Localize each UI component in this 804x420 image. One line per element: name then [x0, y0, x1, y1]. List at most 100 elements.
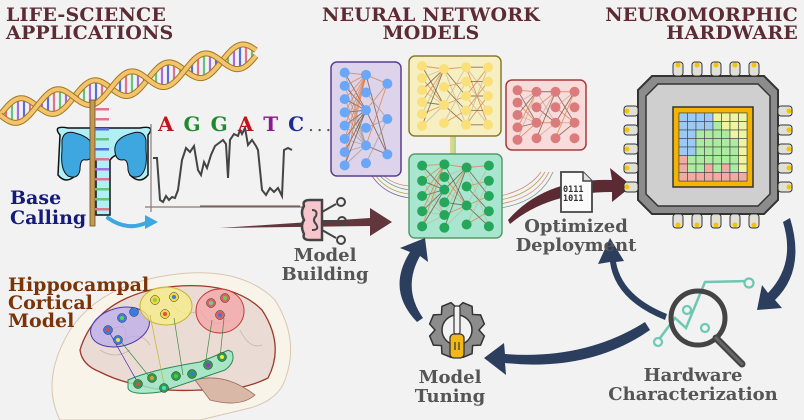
chip-core-cell [678, 129, 688, 139]
chip-core-cell [729, 112, 739, 122]
chip-pin [777, 124, 793, 136]
chip-pin [623, 143, 639, 155]
dna-strand-back [0, 42, 258, 117]
base-letter: G [210, 112, 228, 136]
nn-edge [344, 85, 367, 111]
strand-base [95, 158, 109, 161]
neuron-nucleus [153, 298, 157, 302]
strand-base [95, 198, 109, 201]
title-neuromorphic: NEUROMORPHIC HARDWARE [605, 6, 798, 43]
nn-edge [344, 74, 367, 113]
neuron-nucleus [136, 382, 140, 386]
neuron-nucleus [174, 374, 178, 378]
nn-node [439, 184, 450, 195]
label-line: Base [10, 187, 62, 209]
nn-edge [466, 186, 490, 212]
nn-node [417, 85, 427, 95]
chip-pin-tip [624, 108, 630, 114]
nn-node [569, 102, 580, 113]
nn-node [550, 86, 561, 97]
nn-edge [466, 167, 490, 197]
chip-pin [623, 181, 639, 193]
chip-core-cell [695, 146, 705, 156]
chip-icon [623, 61, 793, 229]
nn-node [531, 117, 542, 128]
chip-core-cell [738, 172, 748, 182]
chip-pin [623, 124, 639, 136]
binary-file-icon [560, 171, 593, 213]
chip-core-cell [687, 172, 697, 182]
chip-pin-tip [675, 222, 681, 228]
chip-pin-tip [786, 127, 792, 133]
chip-core-cell [678, 138, 688, 148]
base-letter: G [183, 112, 201, 136]
nn-edge [421, 164, 445, 197]
chip-core-cell [678, 155, 688, 165]
nn-node [461, 91, 471, 101]
neuron-nucleus [172, 295, 176, 299]
nn-edge [344, 74, 367, 126]
nn-node [550, 102, 561, 113]
chip-core-cell [712, 112, 722, 122]
nn-edge [466, 165, 490, 206]
chip-pin [777, 162, 793, 174]
nn-node [439, 82, 449, 92]
nn-edge [536, 91, 556, 123]
nn-edge [555, 91, 575, 139]
strand-base [95, 108, 109, 111]
nn-node [461, 62, 471, 73]
neuron-nucleus [218, 313, 222, 317]
chip-pin-tip [694, 62, 700, 68]
base-letter: C [288, 112, 305, 136]
label-model-building: Model Building [280, 246, 370, 284]
title-life-science: LIFE-SCIENCE APPLICATIONS [6, 6, 173, 43]
chip-pin-tip [732, 62, 738, 68]
chip-core-cell [721, 163, 731, 173]
nn-node [550, 133, 561, 144]
nn-edge [443, 81, 467, 124]
chip-pin-tip [713, 222, 719, 228]
nn-node [417, 73, 427, 83]
chip-core-cell [678, 146, 688, 156]
chip-core-cell [687, 112, 697, 122]
nn-node [439, 159, 450, 170]
nn-edge [443, 86, 467, 111]
chip-pin [672, 213, 684, 229]
nn-edge [465, 66, 489, 97]
chip-core-cell [678, 163, 688, 173]
nn-node [417, 191, 428, 201]
chip-core-cell [712, 163, 722, 173]
nn-node [339, 120, 350, 131]
nn-node [339, 147, 350, 158]
nn-edge [421, 68, 445, 103]
chip-pin [691, 61, 703, 77]
chip-pin [729, 213, 741, 229]
nn-edge [443, 68, 467, 97]
neuron-nucleus [162, 386, 166, 390]
title-line: NEURAL NETWORK [322, 4, 540, 26]
nn-edge [517, 91, 537, 128]
nn-node [361, 87, 371, 98]
chip-core-cell [712, 138, 722, 148]
nn-node [439, 64, 449, 74]
nn-node [417, 121, 427, 131]
nn-node [339, 133, 350, 144]
neuron-nucleus [190, 372, 194, 376]
label-base-calling: Base Calling [10, 188, 86, 228]
nn-node [339, 67, 350, 78]
chip-core-cell [738, 138, 748, 148]
nn-node [483, 91, 493, 101]
chip-core-cell [721, 146, 731, 156]
chip-pin-tip [732, 222, 738, 228]
nn-edge [444, 205, 467, 228]
nn-node [439, 100, 449, 110]
label-optimized-deployment: Optimized Deployment [506, 217, 646, 255]
nn-edge [536, 91, 556, 139]
nn-edge [421, 165, 445, 216]
nn-edge [443, 167, 468, 216]
chip-core-cell [704, 121, 714, 131]
label-line: Calling [10, 207, 87, 229]
chip-core-cell [738, 129, 748, 139]
brain-anatomy-icon [51, 272, 292, 420]
nn-edge [517, 89, 537, 123]
